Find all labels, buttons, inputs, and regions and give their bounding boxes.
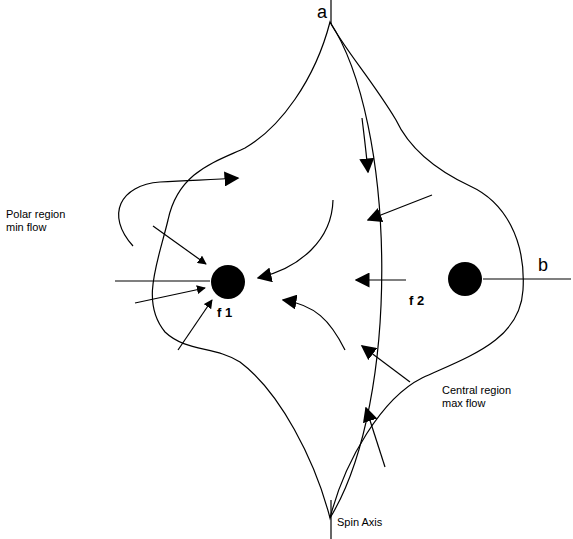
axis-line-right (483, 278, 571, 279)
focus-dot-shape (205, 262, 251, 332)
flow-arrow (153, 226, 206, 264)
flow-arrow (368, 195, 432, 220)
loop-arrow (119, 178, 238, 246)
flow-arrow (135, 288, 205, 303)
flow-arrow (356, 279, 406, 280)
spin-axis-top (330, 0, 331, 24)
axis-line-left (115, 280, 210, 281)
point-label: b (538, 255, 558, 276)
flow-arrow (362, 118, 368, 172)
region-label: Polar region min flow (6, 208, 82, 233)
focus-dot (448, 262, 482, 296)
focus-label: f 1 (217, 305, 232, 320)
flow-arrow (178, 300, 212, 350)
focus-dot (211, 265, 245, 299)
focus-point: f 1 (205, 262, 251, 332)
spin-axis-bottom (330, 500, 331, 539)
flow-arrow (366, 408, 385, 467)
meridian-line (330, 22, 382, 518)
focus-label: f 2 (409, 293, 424, 308)
flow-arrow (258, 200, 333, 278)
flow-arrow (283, 300, 345, 350)
axis-label: Spin Axis (337, 516, 407, 529)
point-label: a (317, 2, 333, 23)
focus-point: f 2 (405, 259, 485, 315)
flow-arrow (362, 346, 410, 382)
body-outline (152, 22, 523, 518)
region-label: Central region max flow (442, 384, 526, 409)
